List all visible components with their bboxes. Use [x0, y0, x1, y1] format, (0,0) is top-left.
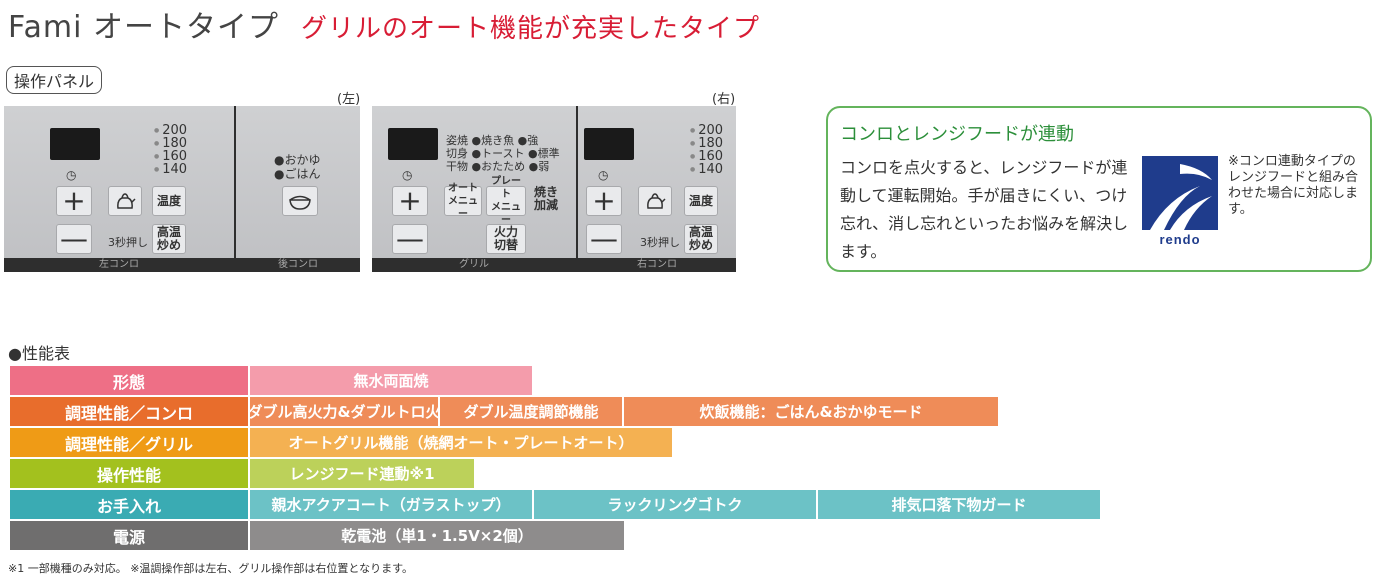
temp-button-label: 温度: [688, 193, 713, 208]
info-note: ※コンロ連動タイプのレンジフードと組み合わせた場合に対応します。: [1228, 154, 1359, 217]
left-temp-button[interactable]: 温度: [152, 186, 186, 216]
performance-row: 形態無水両面焼: [10, 366, 534, 395]
left-label: (左): [337, 92, 361, 107]
temp-level: 140: [690, 163, 723, 176]
rendo-logo-icon: rendo: [1142, 156, 1218, 247]
performance-row: 電源乾電池（単1・1.5V×2個）: [10, 521, 626, 550]
temp-level: 160: [690, 150, 723, 163]
right-kettle-button[interactable]: [638, 186, 672, 216]
panel-divider: [234, 106, 236, 272]
fire-switch-button[interactable]: 火力 切替: [486, 224, 526, 254]
info-text: コンロを点火すると、レンジフードが連動して運転開始。手が届きにくい、つけ忘れ、消…: [840, 158, 1129, 261]
left-control-panel: 200 180 160 140 ◷ + — 温度 3秒押し 高温 炒め ●おかゆ…: [4, 106, 360, 272]
left-high-temp-button[interactable]: 高温 炒め: [152, 224, 186, 254]
right-label: (右): [712, 92, 736, 107]
right-minus-button[interactable]: —: [586, 224, 622, 254]
strip-label-left: 左コンロ: [99, 259, 139, 270]
performance-row-label: 電源: [10, 521, 248, 550]
temp-level: 160: [154, 150, 187, 163]
right-display: [584, 128, 634, 160]
performance-row: 調理性能／グリルオートグリル機能（焼網オート・プレートオート）: [10, 428, 674, 457]
grill-minus-button[interactable]: —: [392, 224, 428, 254]
left-plus-button[interactable]: +: [56, 186, 92, 216]
auto-menu-button[interactable]: オート メニュー: [444, 183, 482, 220]
performance-cell: 親水アクアコート（ガラストップ）: [250, 490, 532, 519]
rice-pot-icon: [289, 195, 311, 210]
high-temp-button-label: 高温 炒め: [688, 225, 713, 252]
panel-divider: [576, 106, 578, 272]
left-display: [50, 128, 100, 160]
panel-strip: [4, 258, 360, 272]
performance-cell: 無水両面焼: [250, 366, 532, 395]
adjust-label: 焼き 加減: [534, 185, 559, 212]
performance-row-label: 形態: [10, 366, 248, 395]
info-title: コンロとレンジフードが連動: [840, 124, 1074, 145]
grill-plus-button[interactable]: +: [392, 186, 428, 216]
temp-level: 180: [154, 137, 187, 150]
temp-level: 140: [154, 163, 187, 176]
strip-label-rear: 後コンロ: [278, 259, 318, 270]
svg-text:rendo: rendo: [1159, 232, 1200, 246]
performance-row: 操作性能レンジフード連動※1: [10, 459, 476, 488]
clock-icon: ◷: [598, 168, 609, 182]
panel-label: 操作パネル: [6, 66, 103, 94]
panel-strip: [372, 258, 736, 272]
clock-icon: ◷: [66, 168, 77, 182]
performance-heading: ●性能表: [8, 344, 70, 363]
performance-row-label: 操作性能: [10, 459, 248, 488]
temp-level: 180: [690, 137, 723, 150]
grill-display: [388, 128, 438, 160]
performance-cell: ラックリングゴトク: [534, 490, 816, 519]
clock-icon: ◷: [402, 168, 413, 182]
press-3s-label: 3秒押し: [640, 236, 680, 249]
page-title: Fami オートタイプ グリルのオート機能が充実したタイプ: [8, 2, 760, 46]
high-temp-button-label: 高温 炒め: [156, 225, 181, 252]
performance-cell: ダブル高火力&ダブルトロ火: [247, 397, 441, 426]
plate-menu-label: プレート メニュー: [491, 176, 521, 226]
performance-cell: 炊飯機能：ごはん&おかゆモード: [624, 397, 998, 426]
performance-cell: 排気口落下物ガード: [818, 490, 1100, 519]
kettle-icon: [117, 193, 136, 209]
press-3s-label: 3秒押し: [108, 236, 148, 249]
auto-menu-label: オート メニュー: [448, 182, 478, 220]
plate-menu-button[interactable]: プレート メニュー: [486, 176, 526, 226]
title-main: Fami オートタイプ: [8, 10, 279, 45]
temp-button-label: 温度: [156, 193, 181, 208]
strip-label-grill: グリル: [459, 259, 489, 270]
kettle-icon: [647, 193, 666, 209]
grill-mode-list: 姿焼 ●焼き魚 ●強 切身 ●トースト ●標準 干物 ●おたため ●弱: [446, 134, 560, 173]
performance-row: 調理性能／コンロダブル高火力&ダブルトロ火ダブル温度調節機能炊飯機能：ごはん&お…: [10, 397, 1000, 426]
right-control-panel: 姿焼 ●焼き魚 ●強 切身 ●トースト ●標準 干物 ●おたため ●弱 ◷ + …: [372, 106, 736, 272]
footnote: ※1 一部機種のみ対応。 ※温調操作部は左右、グリル操作部は右位置となります。: [8, 562, 413, 575]
performance-cell: ダブル温度調節機能: [440, 397, 622, 426]
rear-mode-gohan: ●ごはん: [274, 167, 321, 181]
performance-row: お手入れ親水アクアコート（ガラストップ）ラックリングゴトク排気口落下物ガード: [10, 490, 1102, 519]
rice-button[interactable]: [282, 186, 318, 216]
right-temp-levels: 200 180 160 140: [690, 124, 723, 176]
strip-label-right: 右コンロ: [637, 259, 677, 270]
rear-mode-okayu: ●おかゆ: [274, 153, 321, 167]
performance-row-label: 調理性能／コンロ: [10, 397, 248, 426]
performance-cell: 乾電池（単1・1.5V×2個）: [250, 521, 624, 550]
right-plus-button[interactable]: +: [586, 186, 622, 216]
title-subtitle: グリルのオート機能が充実したタイプ: [300, 14, 760, 44]
temp-level: 200: [690, 124, 723, 137]
performance-row-label: お手入れ: [10, 490, 248, 519]
rendo-info-box: コンロとレンジフードが連動 コンロを点火すると、レンジフードが連動して運転開始。…: [826, 106, 1372, 272]
left-minus-button[interactable]: —: [56, 224, 92, 254]
kettle-button[interactable]: [108, 186, 142, 216]
left-temp-levels: 200 180 160 140: [154, 124, 187, 176]
temp-level: 200: [154, 124, 187, 137]
performance-cell: オートグリル機能（焼網オート・プレートオート）: [250, 428, 672, 457]
rendo-logo: rendo: [1140, 156, 1220, 247]
performance-cell: レンジフード連動※1: [250, 459, 474, 488]
performance-row-label: 調理性能／グリル: [10, 428, 248, 457]
right-high-temp-button[interactable]: 高温 炒め: [684, 224, 718, 254]
fire-switch-label: 火力 切替: [493, 225, 518, 252]
right-temp-button[interactable]: 温度: [684, 186, 718, 216]
